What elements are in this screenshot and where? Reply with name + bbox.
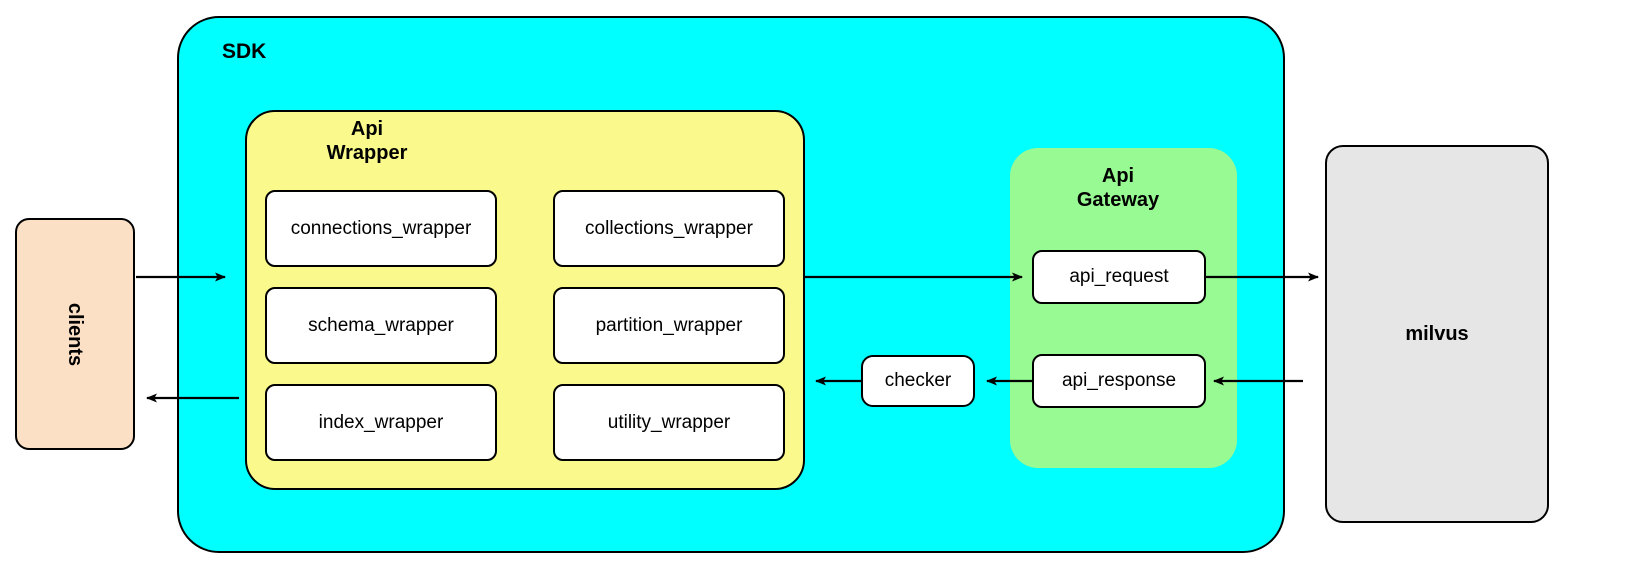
node-collections-wrapper[interactable]: collections_wrapper: [553, 190, 785, 267]
api-gateway-container[interactable]: [1010, 148, 1237, 468]
node-utility-wrapper[interactable]: utility_wrapper: [553, 384, 785, 461]
clients-box[interactable]: [15, 218, 135, 450]
milvus-label: milvus: [1405, 322, 1469, 345]
clients-label-wrap: clients: [15, 218, 135, 450]
node-checker[interactable]: checker: [861, 355, 975, 407]
node-index-wrapper[interactable]: index_wrapper: [265, 384, 497, 461]
api-wrapper-label: Api Wrapper: [326, 118, 408, 164]
node-schema-wrapper[interactable]: schema_wrapper: [265, 287, 497, 364]
clients-label: clients: [64, 302, 87, 366]
node-partition-wrapper[interactable]: partition_wrapper: [553, 287, 785, 364]
sdk-label: SDK: [222, 40, 267, 63]
node-api-response[interactable]: api_response: [1032, 354, 1206, 408]
milvus-box[interactable]: [1325, 145, 1549, 523]
api-gateway-label: Api Gateway: [1076, 165, 1160, 211]
node-connections-wrapper[interactable]: connections_wrapper: [265, 190, 497, 267]
node-api-request[interactable]: api_request: [1032, 250, 1206, 304]
